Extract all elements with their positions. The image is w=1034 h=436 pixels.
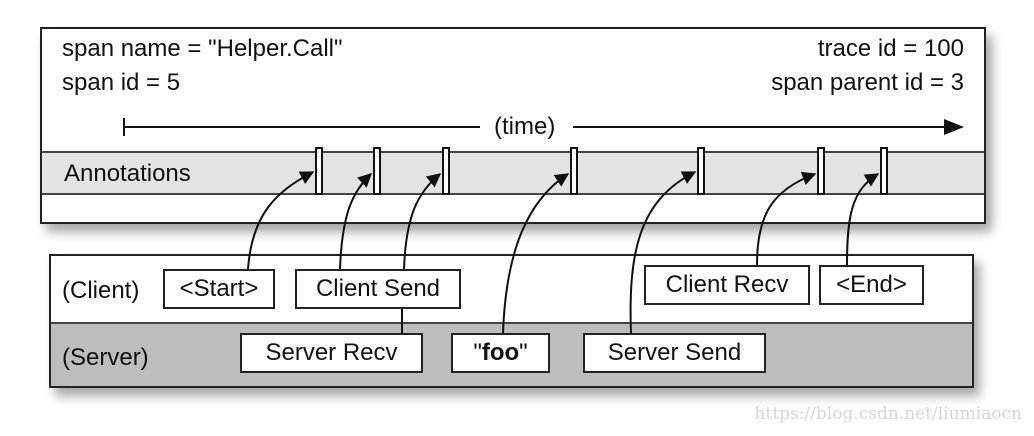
foo-event-box: "foo" bbox=[451, 333, 550, 373]
server-send-event-box: Server Send bbox=[583, 333, 766, 373]
annotations-label: Annotations bbox=[64, 160, 191, 187]
end-event-box: <End> bbox=[819, 265, 924, 305]
client-row-label: (Client) bbox=[62, 277, 140, 304]
time-axis-label: (time) bbox=[486, 113, 564, 141]
trace-id-label: trace id = 100 bbox=[817, 35, 964, 62]
foo-close-quote: " bbox=[519, 339, 528, 366]
start-event-box: <Start> bbox=[163, 269, 275, 309]
server-row-label: (Server) bbox=[62, 344, 149, 371]
span-id-label: span id = 5 bbox=[62, 69, 181, 96]
foo-open-quote: " bbox=[473, 339, 482, 366]
watermark: https://blog.csdn.net/liumiaocn bbox=[754, 404, 1022, 424]
span-parent-id-label: span parent id = 3 bbox=[771, 69, 964, 96]
span-panel: span name = "Helper.Call" span id = 5 tr… bbox=[40, 27, 986, 224]
foo-word: foo bbox=[481, 339, 520, 366]
client-send-event-box: Client Send bbox=[295, 269, 461, 309]
span-name-label: span name = "Helper.Call" bbox=[62, 35, 343, 62]
client-recv-event-box: Client Recv bbox=[644, 265, 810, 305]
server-recv-event-box: Server Recv bbox=[240, 333, 423, 373]
